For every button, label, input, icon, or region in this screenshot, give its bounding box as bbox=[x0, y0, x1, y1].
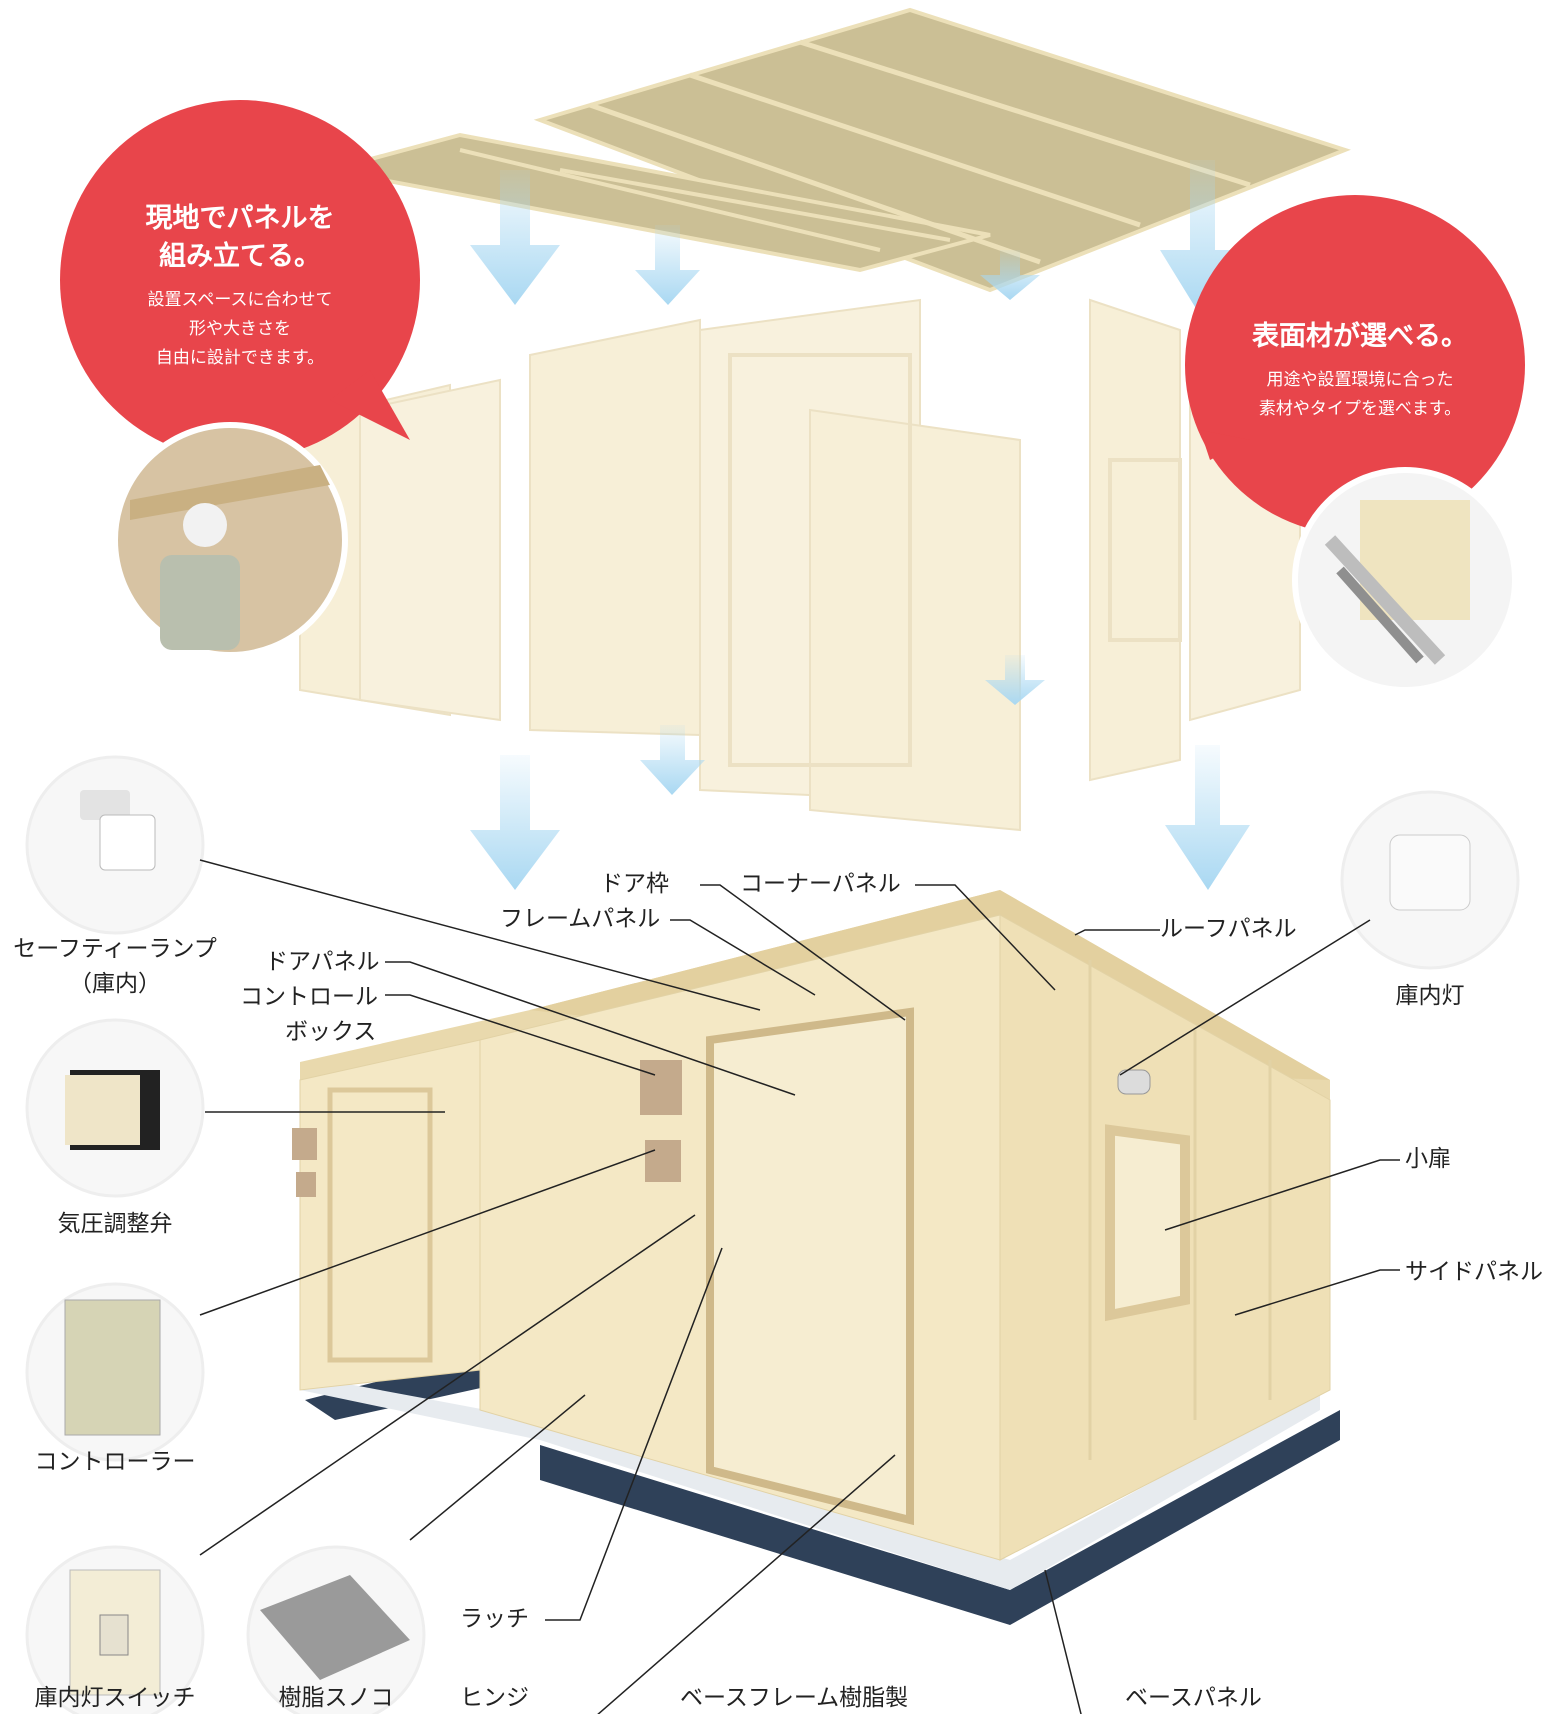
callout-small-door: 小扉 bbox=[1405, 1146, 1451, 1172]
callout-base-frame: ベースフレーム樹脂製 bbox=[680, 1685, 909, 1711]
callout-base-panel: ベースパネル bbox=[1125, 1685, 1262, 1711]
bubble-assembly-bg bbox=[60, 100, 420, 460]
worker-photo bbox=[112, 422, 348, 658]
bubble-assembly-body-3: 自由に設計できます。 bbox=[155, 348, 325, 368]
surface-samples-photo bbox=[1292, 467, 1518, 693]
wall-panels-exploded bbox=[299, 298, 1301, 832]
bubble-surface-body-1: 用途や設置環境に合った bbox=[1266, 370, 1454, 390]
callout-control-box-1: コントロール bbox=[240, 984, 378, 1010]
bubble-assembly-title-2: 組み立てる。 bbox=[159, 241, 321, 272]
callout-latch: ラッチ bbox=[460, 1606, 529, 1632]
callout-side-panel: サイドパネル bbox=[1405, 1259, 1543, 1285]
bubble-surface: 表面材が選べる。 用途や設置環境に合った 素材やタイプを選べます。 bbox=[1215, 318, 1505, 424]
part-pressure-valve: 気圧調整弁 bbox=[57, 1211, 173, 1237]
callout-door-frame: ドア枠 bbox=[600, 871, 669, 897]
callout-hinge: ヒンジ bbox=[460, 1685, 529, 1711]
callout-roof-panel: ルーフパネル bbox=[1160, 916, 1297, 942]
part-safety-lamp-2: （庫内） bbox=[69, 971, 161, 997]
bubble-assembly-body-1: 設置スペースに合わせて bbox=[147, 290, 333, 310]
part-photo-circles bbox=[25, 755, 1520, 1718]
part-light-switch: 庫内灯スイッチ bbox=[34, 1685, 196, 1711]
bubble-assembly-title-1: 現地でパネルを bbox=[145, 203, 335, 234]
bubble-surface-bg bbox=[1185, 195, 1525, 535]
assembled-cooler bbox=[292, 890, 1340, 1625]
callout-corner-panel: コーナーパネル bbox=[740, 871, 901, 897]
part-safety-lamp-1: セーフティーランプ bbox=[13, 936, 217, 962]
part-interior-light: 庫内灯 bbox=[1395, 983, 1465, 1009]
bubble-surface-body-2: 素材やタイプを選べます。 bbox=[1258, 399, 1462, 419]
roof-panels-exploded bbox=[329, 7, 1351, 293]
bubble-assembly: 現地でパネルを 組み立てる。 設置スペースに合わせて 形や大きさを 自由に設計で… bbox=[80, 200, 400, 373]
bubble-assembly-body-2: 形や大きさを bbox=[189, 319, 291, 339]
callout-control-box-2: ボックス bbox=[285, 1019, 377, 1045]
callout-lines bbox=[199, 859, 1400, 1718]
part-controller: コントローラー bbox=[34, 1449, 196, 1475]
bubble-surface-title: 表面材が選べる。 bbox=[1252, 321, 1468, 352]
callout-door-panel: ドアパネル bbox=[265, 949, 380, 975]
callout-frame-panel: フレームパネル bbox=[500, 906, 661, 932]
assembly-arrows bbox=[470, 160, 1250, 890]
part-resin-duckboard: 樹脂スノコ bbox=[278, 1685, 394, 1711]
